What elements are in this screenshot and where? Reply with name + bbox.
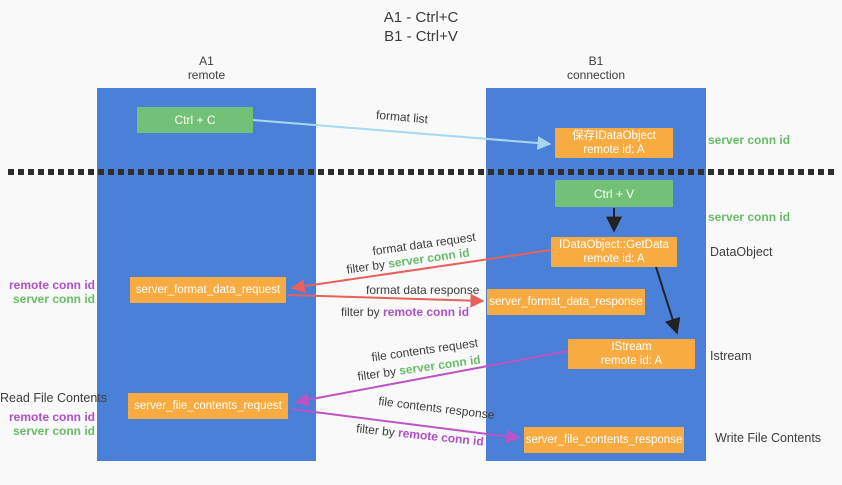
label-istream-side: Istream [710, 349, 752, 363]
node-ctrl-c-label: Ctrl + C [174, 113, 216, 127]
node-ctrl-c: Ctrl + C [137, 107, 253, 133]
node-idataobject-getdata-line2: remote id: A [583, 253, 645, 265]
label-left-remote-conn-id-1: remote conn id [8, 278, 95, 292]
title-line-1: A1 - Ctrl+C [383, 9, 459, 26]
arrow-file-contents-request [294, 350, 569, 407]
lane-header-b1: B1 connection [486, 54, 706, 82]
label-format-data-response: format data response [366, 283, 480, 297]
remote-conn-id-text: remote conn id [383, 305, 470, 319]
filter-by-text: filter by [341, 305, 380, 319]
node-istream-line2: remote id: A [600, 355, 663, 367]
node-save-idataobject: 保存IDataObject remote id: A [555, 128, 673, 158]
node-server-format-data-response: server_format_data_response [487, 289, 645, 315]
node-server-file-contents-response: server_file_contents_response [524, 427, 684, 453]
node-server-format-data-request-label: server_format_data_request [135, 284, 281, 296]
lane-b1-subtitle: connection [566, 68, 626, 82]
node-save-idataobject-line2: remote id: A [583, 144, 645, 156]
label-dataobject: DataObject [710, 245, 773, 259]
label-right-server-conn-id-top: server conn id [708, 133, 791, 147]
node-server-file-contents-response-label: server_file_contents_response [525, 434, 683, 446]
arrow-format-data-response [287, 293, 485, 308]
arrow-file-contents-response [290, 408, 521, 444]
node-istream-line1: IStream [611, 341, 652, 353]
node-server-format-data-response-label: server_format_data_response [489, 296, 643, 308]
label-left-server-conn-id-1: server conn id [12, 292, 95, 306]
node-server-format-data-request: server_format_data_request [130, 277, 286, 303]
lane-b1-title: B1 [588, 54, 604, 68]
node-ctrl-v-label: Ctrl + V [593, 186, 635, 201]
label-left-server-conn-id-2: server conn id [12, 424, 95, 438]
title-line-2: B1 - Ctrl+V [384, 28, 458, 45]
arrow-format-list [252, 119, 552, 150]
arrow-format-data-request [290, 249, 552, 294]
dotted-divider [8, 169, 836, 175]
label-left-remote-conn-id-2: remote conn id [8, 410, 95, 424]
node-server-file-contents-request: server_file_contents_request [128, 393, 288, 419]
diagram-title: A1 - Ctrl+C B1 - Ctrl+V [0, 8, 842, 46]
label-filter-by-remote-conn-id-1: filter by remote conn id [341, 305, 469, 319]
node-server-file-contents-request-label: server_file_contents_request [134, 400, 282, 412]
lane-a1-subtitle: remote [187, 68, 226, 82]
node-save-idataobject-line1: 保存IDataObject [572, 130, 656, 142]
node-ctrl-v: Ctrl + V [555, 180, 673, 207]
node-idataobject-getdata-line1: IDataObject::GetData [559, 239, 669, 251]
node-istream: IStream remote id: A [568, 339, 695, 369]
label-read-file-contents: Read File Contents [0, 391, 108, 405]
lane-a1-title: A1 [199, 54, 214, 68]
label-right-server-conn-id-mid: server conn id [708, 210, 791, 224]
label-write-file-contents: Write File Contents [715, 431, 822, 445]
lane-header-a1: A1 remote [97, 54, 316, 82]
node-idataobject-getdata: IDataObject::GetData remote id: A [551, 237, 677, 267]
arrow-getdata-to-istream [655, 266, 681, 335]
